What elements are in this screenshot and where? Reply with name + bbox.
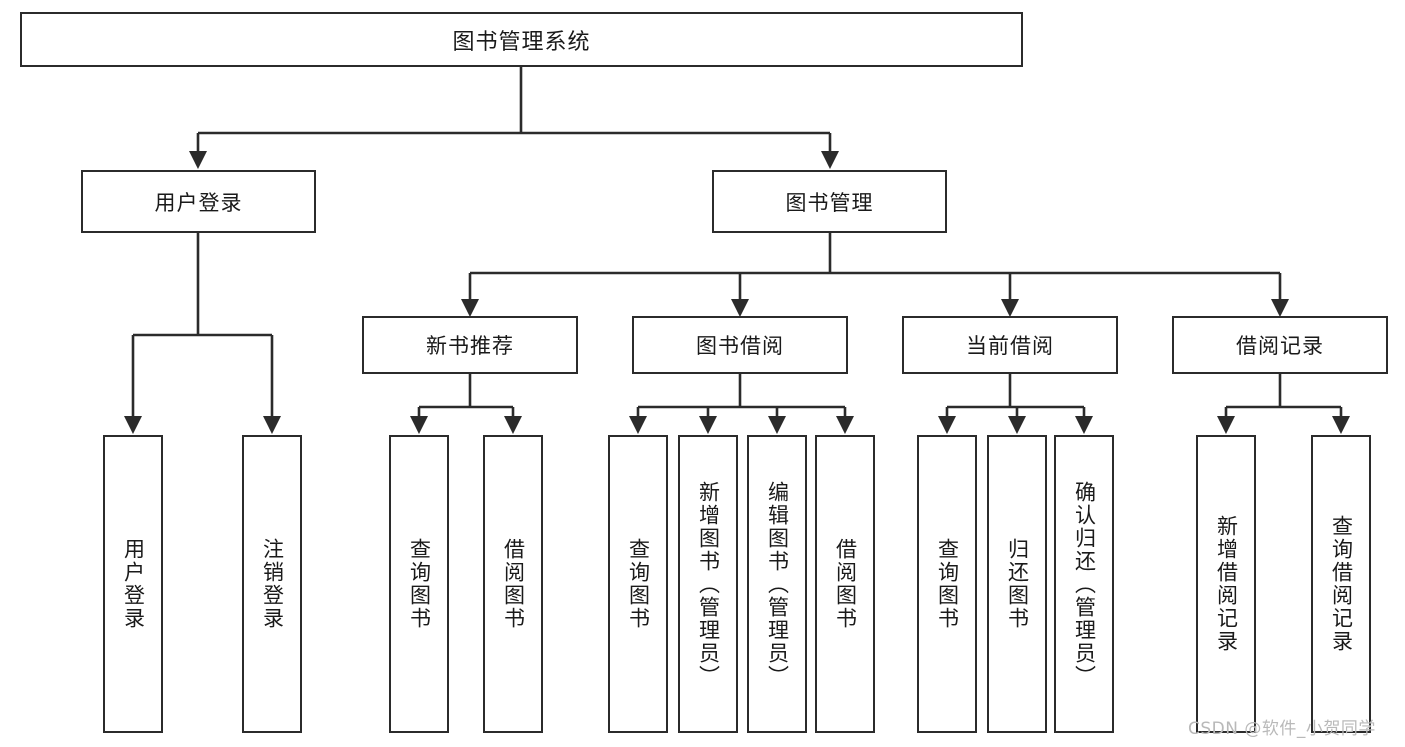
node-leaf-logout-login-label: 注销登录 [260,538,285,630]
node-leaf-add-book[interactable]: 新增图书（管理员） [678,435,738,733]
node-leaf-borrow-book-1-label: 借阅图书 [501,538,526,630]
node-current-borrow-label: 当前借阅 [966,334,1054,358]
node-leaf-logout-login[interactable]: 注销登录 [242,435,302,733]
node-leaf-edit-book-label: 编辑图书（管理员） [765,480,790,688]
node-leaf-borrow-book-2[interactable]: 借阅图书 [815,435,875,733]
node-leaf-query-book-3-label: 查询图书 [935,538,960,630]
node-user-login-label: 用户登录 [154,190,243,215]
node-book-manage-label: 图书管理 [785,190,874,215]
node-leaf-borrow-book-1[interactable]: 借阅图书 [483,435,543,733]
node-borrow-record-label: 借阅记录 [1236,334,1324,358]
node-book-manage[interactable]: 图书管理 [712,170,947,233]
node-leaf-edit-book[interactable]: 编辑图书（管理员） [747,435,807,733]
node-user-login[interactable]: 用户登录 [81,170,316,233]
node-leaf-confirm-return[interactable]: 确认归还（管理员） [1054,435,1114,733]
node-leaf-add-book-label: 新增图书（管理员） [696,480,721,688]
node-leaf-add-borrow-record-label: 新增借阅记录 [1214,515,1239,653]
node-new-book-recommend[interactable]: 新书推荐 [362,316,578,374]
node-root[interactable]: 图书管理系统 [20,12,1023,67]
node-leaf-query-borrow-record[interactable]: 查询借阅记录 [1311,435,1371,733]
node-leaf-borrow-book-2-label: 借阅图书 [833,538,858,630]
node-leaf-return-book-label: 归还图书 [1005,538,1030,630]
node-leaf-query-book-3[interactable]: 查询图书 [917,435,977,733]
node-leaf-query-book-2-label: 查询图书 [626,538,651,630]
node-leaf-confirm-return-label: 确认归还（管理员） [1072,480,1097,688]
node-leaf-query-book-1[interactable]: 查询图书 [389,435,449,733]
node-current-borrow[interactable]: 当前借阅 [902,316,1118,374]
node-leaf-query-book-1-label: 查询图书 [407,538,432,630]
node-leaf-user-login-label: 用户登录 [121,538,146,630]
node-leaf-user-login[interactable]: 用户登录 [103,435,163,733]
watermark-text: CSDN @软件_小贺同学 [1188,719,1376,739]
node-book-borrow-label: 图书借阅 [696,334,784,358]
node-book-borrow[interactable]: 图书借阅 [632,316,848,374]
node-leaf-add-borrow-record[interactable]: 新增借阅记录 [1196,435,1256,733]
node-leaf-return-book[interactable]: 归还图书 [987,435,1047,733]
node-borrow-record[interactable]: 借阅记录 [1172,316,1388,374]
node-leaf-query-book-2[interactable]: 查询图书 [608,435,668,733]
node-new-book-recommend-label: 新书推荐 [426,334,514,358]
node-root-label: 图书管理系统 [452,29,591,55]
node-leaf-query-borrow-record-label: 查询借阅记录 [1329,515,1354,653]
